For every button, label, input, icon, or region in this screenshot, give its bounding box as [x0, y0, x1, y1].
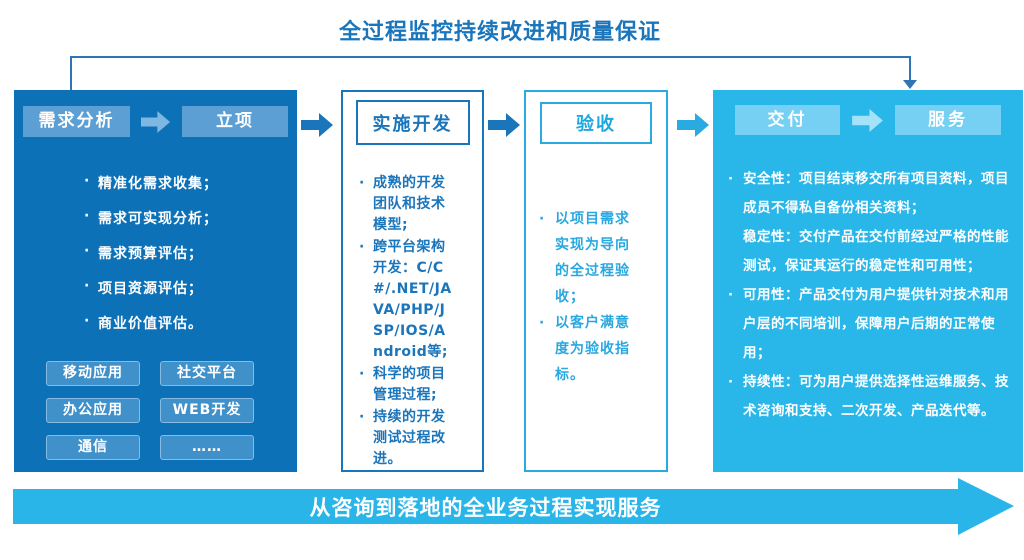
- arrow-right-icon: [301, 112, 334, 138]
- tag-web-dev: WEB开发: [160, 398, 254, 423]
- panel-delivery-service: 交付 服务 安全性：项目结束移交所有项目资料，项目成员不得私自备份相关资料； 稳…: [713, 90, 1023, 472]
- stage3-bullet-list: 以项目需求实现为导向的全过程验收； 以客户满意度为验收指标。: [526, 206, 642, 388]
- stage2-header: 实施开发: [355, 100, 470, 145]
- arrow-right-icon: [141, 110, 171, 134]
- arrow-right-icon: [851, 108, 884, 133]
- stage4-bullet-list: 安全性：项目结束移交所有项目资料，项目成员不得私自备份相关资料； 稳定性：交付产…: [728, 165, 1011, 426]
- bracket-line-left: [70, 56, 72, 90]
- step-chip-service: 服务: [895, 105, 1001, 135]
- arrow-right-icon: [677, 112, 710, 138]
- banner-body: 从咨询到落地的全业务过程实现服务: [13, 489, 958, 524]
- panel-development: 实施开发 成熟的开发团队和技术模型; 跨平台架构开发：C/C#/.NET/JAV…: [341, 90, 484, 472]
- diagram-title: 全过程监控持续改进和质量保证: [338, 20, 661, 45]
- arrow-right-icon: [488, 112, 521, 138]
- stage3-header: 验收: [540, 102, 652, 144]
- list-item: 项目资源评估；: [84, 278, 297, 298]
- list-item: 持续性：可为用户提供选择性运维服务、技术咨询和支持、二次开发、产品迭代等。: [728, 368, 1011, 426]
- stage4-steps: 交付 服务: [735, 105, 1001, 135]
- stage2-bullet-list: 成熟的开发团队和技术模型; 跨平台架构开发：C/C#/.NET/JAVA/PHP…: [343, 173, 455, 470]
- list-item: 以项目需求实现为导向的全过程验收；: [539, 206, 642, 310]
- tag-mobile-app: 移动应用: [46, 361, 140, 386]
- stage1-tag-grid: 移动应用 社交平台 办公应用 WEB开发 通信 ……: [46, 361, 297, 460]
- arrow-down-icon: [903, 80, 917, 89]
- step-chip-delivery: 交付: [735, 105, 840, 135]
- list-item: 科学的项目管理过程;: [359, 364, 455, 406]
- list-item: 以客户满意度为验收指标。: [539, 310, 642, 388]
- list-item: 需求预算评估；: [84, 243, 297, 263]
- list-item: 可用性：产品交付为用户提供针对技术和用户层的不同培训，保障用户后期的正常使用；: [728, 281, 1011, 368]
- banner-label: 从咨询到落地的全业务过程实现服务: [309, 495, 662, 520]
- list-item: 成熟的开发团队和技术模型;: [359, 173, 455, 236]
- stage1-bullet-list: 精准化需求收集； 需求可实现分析； 需求预算评估； 项目资源评估； 商业价值评估…: [14, 173, 297, 333]
- tag-social: 社交平台: [160, 361, 254, 386]
- list-item: 安全性：项目结束移交所有项目资料，项目成员不得私自备份相关资料；: [728, 165, 1011, 223]
- bottom-banner-arrow: 从咨询到落地的全业务过程实现服务: [13, 478, 1014, 535]
- bracket-line-right: [909, 56, 911, 81]
- bracket-line-horizontal: [70, 56, 911, 58]
- list-item: 商业价值评估。: [84, 313, 297, 333]
- step-chip-project-approval: 立项: [182, 106, 288, 137]
- tag-more: ……: [160, 435, 254, 460]
- list-item: 持续的开发测试过程改进。: [359, 407, 455, 470]
- arrow-head-right-icon: [958, 478, 1014, 535]
- stage1-steps: 需求分析 立项: [23, 106, 288, 137]
- panel-acceptance: 验收 以项目需求实现为导向的全过程验收； 以客户满意度为验收指标。: [524, 90, 668, 472]
- tag-office-app: 办公应用: [46, 398, 140, 423]
- list-item: 跨平台架构开发：C/C#/.NET/JAVA/PHP/JSP/IOS/Andro…: [359, 237, 455, 363]
- step-chip-requirement-analysis: 需求分析: [23, 106, 130, 137]
- tag-communication: 通信: [46, 435, 140, 460]
- panel-requirements: 需求分析 立项 精准化需求收集； 需求可实现分析； 需求预算评估； 项目资源评估…: [14, 90, 297, 472]
- list-item: 稳定性：交付产品在交付前经过严格的性能测试，保证其运行的稳定性和可用性；: [743, 229, 1009, 274]
- list-item: 精准化需求收集；: [84, 173, 297, 193]
- list-item: 需求可实现分析；: [84, 208, 297, 228]
